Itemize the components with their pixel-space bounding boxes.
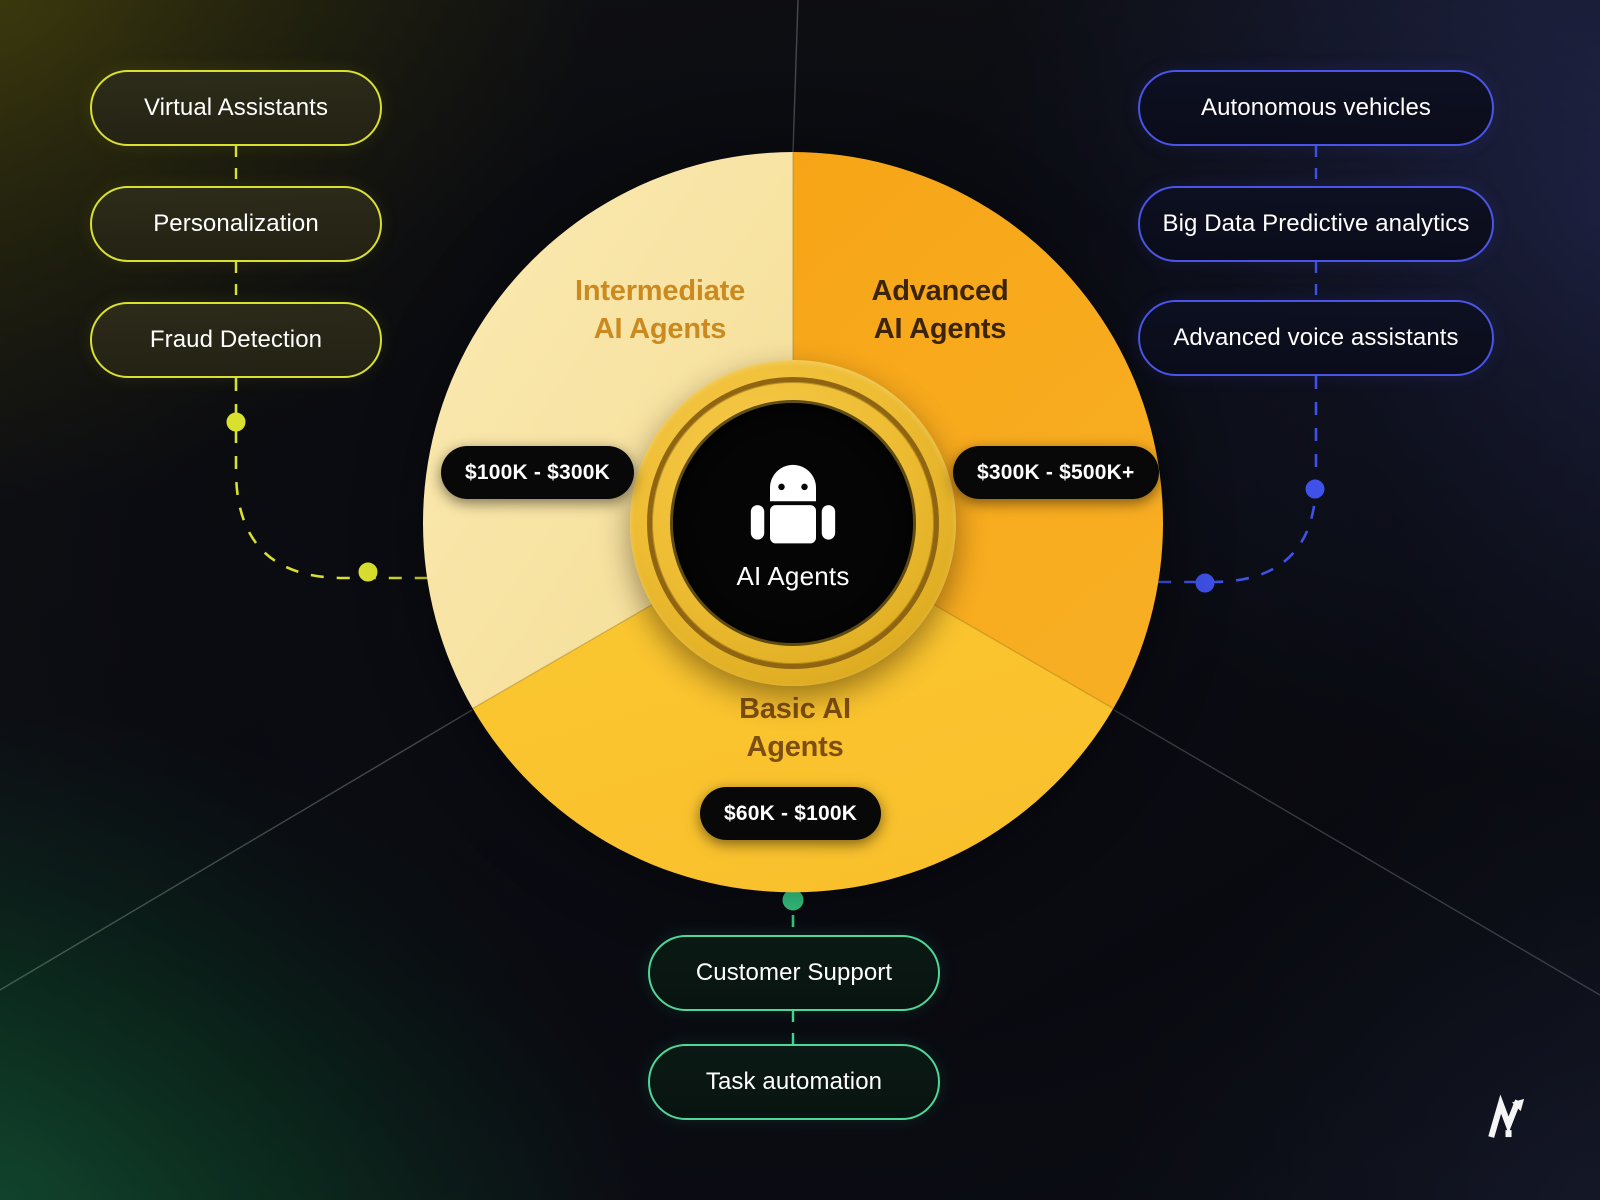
use-case-autonomous-vehicles[interactable]: Autonomous vehicles xyxy=(1138,70,1494,146)
m-arrow-logo-icon xyxy=(1488,1094,1525,1138)
use-case-customer-support[interactable]: Customer Support xyxy=(648,935,940,1011)
hub-inner-ring xyxy=(647,377,939,669)
robot-icon xyxy=(750,464,836,543)
use-case-advanced-voice-assistants[interactable]: Advanced voice assistants xyxy=(1138,300,1494,376)
use-case-big-data-predictive-analytics[interactable]: Big Data Predictive analytics xyxy=(1138,186,1494,262)
hub-label: AI Agents xyxy=(736,560,850,591)
use-case-virtual-assistants[interactable]: Virtual Assistants xyxy=(90,70,382,146)
use-case-task-automation[interactable]: Task automation xyxy=(648,1044,940,1120)
use-case-fraud-detection[interactable]: Fraud Detection xyxy=(90,302,382,378)
pie-slice-basic xyxy=(472,523,1114,893)
hub-core: AI Agents xyxy=(673,403,913,643)
cost-badge-intermediate: $100K - $300K xyxy=(441,446,635,499)
cost-badge-basic: $60K - $100K xyxy=(700,787,882,840)
use-case-personalization[interactable]: Personalization xyxy=(90,186,382,262)
cost-badge-advanced: $300K - $500K+ xyxy=(953,446,1159,499)
